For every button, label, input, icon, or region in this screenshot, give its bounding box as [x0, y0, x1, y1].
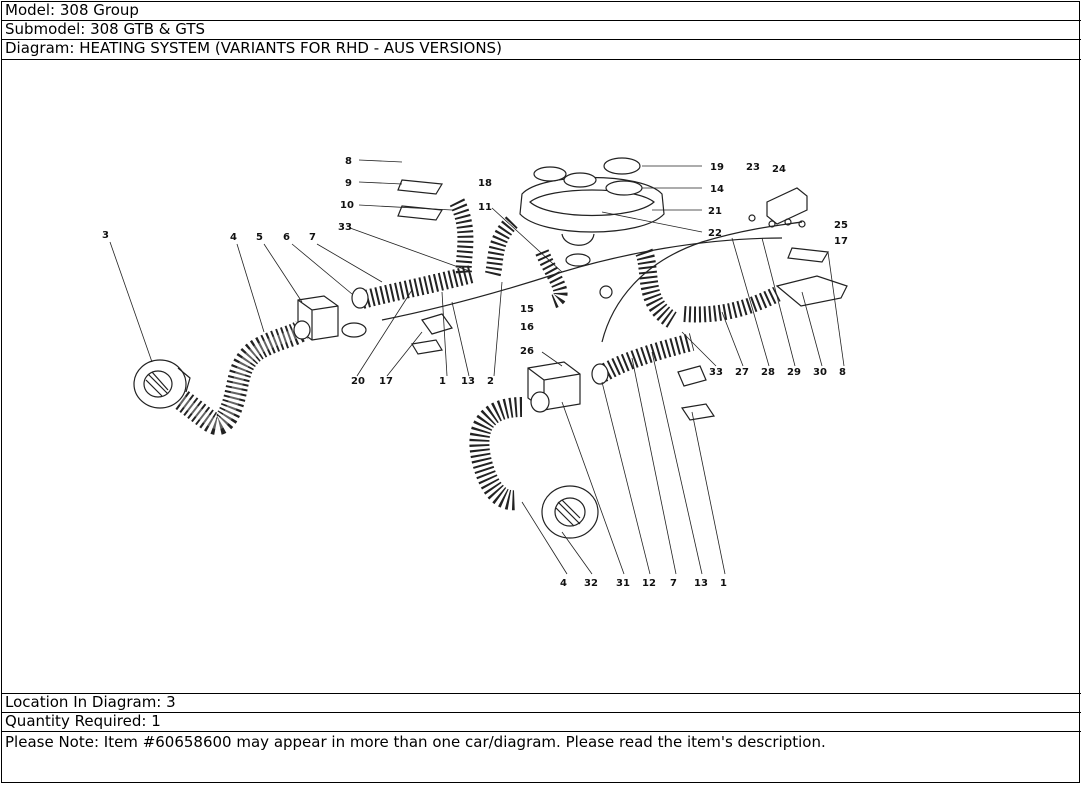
model-label: Model: — [5, 1, 56, 19]
callout-1: 1 — [439, 376, 446, 387]
left-blower — [133, 359, 191, 409]
lower-valve-box — [527, 361, 581, 413]
divider — [1, 693, 1081, 694]
location-value: 3 — [166, 693, 176, 711]
callout-5: 5 — [256, 232, 263, 243]
callout-8: 8 — [345, 156, 352, 167]
divider — [1, 59, 1081, 60]
callout-2: 2 — [487, 376, 494, 387]
submodel-row: Submodel: 308 GTB & GTS — [1, 21, 1080, 38]
left-tee-hose — [359, 265, 475, 309]
parts-diagram: 8 9 18 10 11 19 14 21 22 23 24 25 17 3 4… — [102, 156, 848, 589]
callout-21: 21 — [708, 206, 722, 217]
callout-30: 30 — [813, 367, 827, 378]
callout-33: 33 — [338, 222, 352, 233]
callout-13b: 13 — [694, 578, 708, 589]
leader-lines — [109, 159, 845, 575]
callout-33b: 33 — [709, 367, 723, 378]
lower-blower — [541, 485, 599, 539]
left-valve-box — [293, 295, 367, 341]
lower-hose — [469, 397, 523, 511]
callout-19: 19 — [710, 162, 724, 173]
callout-9: 9 — [345, 178, 352, 189]
divider — [1, 20, 1081, 21]
callout-18: 18 — [478, 178, 492, 189]
callout-29: 29 — [787, 367, 801, 378]
callout-6: 6 — [283, 232, 290, 243]
callout-13: 13 — [461, 376, 475, 387]
model-value: 308 Group — [59, 1, 139, 19]
callout-26: 26 — [520, 346, 534, 357]
central-plenum — [519, 157, 665, 299]
drawing — [133, 157, 848, 539]
divider — [1, 39, 1081, 40]
plenum-hose — [535, 249, 568, 309]
callout-4: 4 — [230, 232, 237, 243]
callout-11: 11 — [478, 202, 492, 213]
callout-14: 14 — [710, 184, 724, 195]
callout-24: 24 — [772, 164, 786, 175]
submodel-value: 308 GTB & GTS — [90, 20, 206, 38]
callout-1b: 1 — [720, 578, 727, 589]
quantity-value: 1 — [151, 712, 161, 730]
location-label: Location In Diagram: — [5, 693, 162, 711]
diagram-title-row: Diagram: HEATING SYSTEM (VARIANTS FOR RH… — [1, 40, 1080, 57]
quantity-row: Quantity Required: 1 — [1, 713, 1080, 730]
model-row: Model: 308 Group — [1, 2, 1080, 19]
location-row: Location In Diagram: 3 — [1, 694, 1080, 711]
divider — [1, 712, 1081, 713]
callout-28: 28 — [761, 367, 775, 378]
callout-7: 7 — [309, 232, 316, 243]
control-cable — [381, 237, 783, 321]
quantity-label: Quantity Required: — [5, 712, 147, 730]
right-bracket — [748, 187, 808, 228]
callout-23: 23 — [746, 162, 760, 173]
diagram-label: Diagram: — [5, 39, 75, 57]
callout-4b: 4 — [560, 578, 567, 589]
note-row: Please Note: Item #60658600 may appear i… — [1, 734, 1080, 751]
callout-31: 31 — [616, 578, 630, 589]
submodel-label: Submodel: — [5, 20, 86, 38]
callout-12: 12 — [642, 578, 656, 589]
callout-27: 27 — [735, 367, 749, 378]
divider — [1, 731, 1081, 732]
callout-10: 10 — [340, 200, 354, 211]
callout-32: 32 — [584, 578, 598, 589]
callout-17: 17 — [834, 236, 848, 247]
right-hose — [683, 286, 781, 323]
item-note: Please Note: Item #60658600 may appear i… — [5, 733, 826, 751]
callout-22: 22 — [708, 228, 722, 239]
callout-15: 15 — [520, 304, 534, 315]
callout-17b: 17 — [379, 376, 393, 387]
callout-25: 25 — [834, 220, 848, 231]
callout-20: 20 — [351, 376, 365, 387]
callout-3: 3 — [102, 230, 109, 241]
callout-7b: 7 — [670, 578, 677, 589]
callout-labels: 8 9 18 10 11 19 14 21 22 23 24 25 17 3 4… — [102, 156, 848, 589]
lower-tee-hose — [597, 333, 695, 382]
callout-16: 16 — [520, 322, 534, 333]
callout-8b: 8 — [839, 367, 846, 378]
diagram-title: HEATING SYSTEM (VARIANTS FOR RHD - AUS V… — [79, 39, 502, 57]
